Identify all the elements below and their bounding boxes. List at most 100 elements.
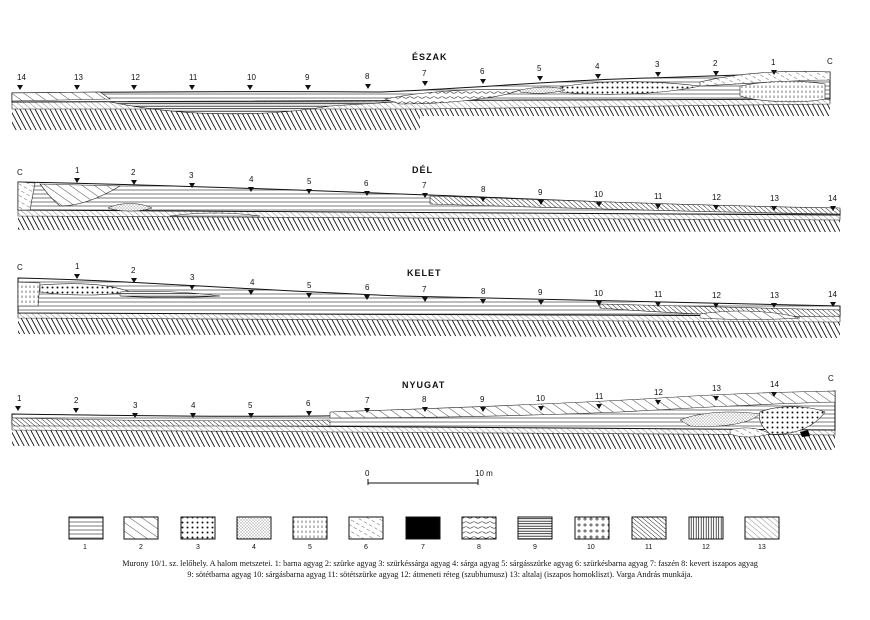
legend-number: 6 — [364, 544, 368, 551]
layer-yellowish-grey — [17, 281, 41, 307]
station-marker: C — [17, 168, 23, 177]
station-marker: 11 — [654, 290, 663, 307]
station-label: 10 — [247, 73, 256, 82]
station-label: 4 — [250, 278, 255, 287]
section-title: KELET — [407, 268, 442, 278]
figure-caption: Murony 10/1. sz. lelőhely. A halom metsz… — [30, 558, 850, 580]
station-label: 12 — [712, 193, 721, 202]
legend: 1 2 3 4 5 6 7 8 9 10 11 12 13 — [68, 516, 780, 551]
station-marker: 10 — [247, 73, 256, 90]
station-marker: 11 — [595, 392, 604, 409]
legend-number: 7 — [421, 544, 425, 551]
legend-item: 10 — [574, 516, 610, 551]
station-triangle — [538, 300, 544, 305]
station-triangle — [830, 302, 836, 307]
section-nyugat: NYUGAT 1 2 3 4 5 6 7 8 9 10 11 12 13 14 … — [11, 374, 836, 450]
station-label: 12 — [131, 73, 140, 82]
caption-line-1: Murony 10/1. sz. lelőhely. A halom metsz… — [122, 559, 758, 568]
section-eszak: ÉSZAK 14 13 12 11 10 9 8 7 6 5 4 3 2 1 — [11, 52, 833, 130]
station-triangle — [422, 297, 428, 302]
station-triangle — [74, 85, 80, 90]
layer-greyish-brown — [699, 71, 831, 87]
station-marker: 3 — [189, 171, 195, 188]
station-triangle — [538, 406, 544, 411]
layer-greyish-brown — [17, 181, 36, 211]
station-label: 2 — [74, 396, 79, 405]
station-label: 8 — [481, 185, 486, 194]
station-marker: 1 — [74, 262, 80, 279]
station-triangle — [422, 407, 428, 412]
station-triangle — [537, 76, 543, 81]
station-triangle — [131, 278, 137, 283]
legend-number: 2 — [139, 544, 143, 551]
station-label: 9 — [538, 188, 543, 197]
station-label: 6 — [480, 67, 485, 76]
legend-swatch — [517, 516, 553, 540]
station-label: 2 — [131, 168, 136, 177]
station-label: 14 — [828, 194, 837, 203]
scale-start-label: 0 — [365, 469, 370, 478]
legend-number: 8 — [477, 544, 481, 551]
station-triangle — [306, 411, 312, 416]
station-marker: C — [17, 263, 23, 272]
station-label: 2 — [713, 59, 718, 68]
station-triangle — [830, 206, 836, 211]
station-marker: 4 — [248, 278, 255, 295]
station-marker: 1 — [15, 394, 22, 411]
station-label: 4 — [191, 401, 196, 410]
station-triangle — [595, 74, 601, 79]
station-marker: 9 — [538, 288, 544, 305]
station-label: 7 — [422, 69, 427, 78]
legend-item: 1 — [68, 516, 104, 551]
station-triangle — [190, 413, 196, 418]
legend-swatch — [348, 516, 384, 540]
station-marker: 5 — [306, 177, 312, 194]
layer-yellowish-grey — [739, 80, 826, 103]
station-marker: 10 — [594, 190, 603, 207]
station-label: 11 — [654, 192, 663, 201]
station-marker: 13 — [712, 384, 721, 401]
station-label: 2 — [131, 266, 136, 275]
station-triangle — [771, 303, 777, 308]
legend-swatch — [180, 516, 216, 540]
layer-dark-brown — [119, 290, 221, 298]
station-label: 5 — [248, 401, 253, 410]
legend-item: 13 — [744, 516, 780, 551]
legend-number: 11 — [645, 544, 652, 551]
station-label: 1 — [17, 394, 22, 403]
legend-swatch — [574, 516, 610, 540]
station-marker: 7 — [422, 69, 428, 86]
legend-item: 3 — [180, 516, 216, 551]
station-marker: 8 — [480, 287, 486, 304]
layer-yellow — [519, 86, 566, 94]
station-triangle — [655, 400, 661, 405]
station-label: 6 — [306, 399, 311, 408]
layer-dark-grey — [599, 303, 841, 317]
station-label: 8 — [422, 395, 427, 404]
station-label: 3 — [189, 171, 194, 180]
legend-number: 12 — [702, 544, 710, 551]
station-marker: 6 — [306, 399, 312, 416]
station-label: 8 — [481, 287, 486, 296]
station-label: 14 — [17, 73, 26, 82]
legend-item: 11 — [631, 516, 667, 551]
station-triangle — [596, 301, 602, 306]
station-label: 8 — [365, 72, 370, 81]
station-marker: 2 — [131, 168, 137, 185]
station-triangle — [771, 70, 777, 75]
legend-item: 7 — [405, 516, 441, 551]
station-triangle — [538, 200, 544, 205]
legend-number: 13 — [758, 544, 766, 551]
station-triangle — [248, 413, 254, 418]
station-label: 10 — [594, 289, 603, 298]
station-marker: 5 — [537, 64, 543, 81]
station-marker: 3 — [132, 401, 138, 418]
station-label: 6 — [365, 283, 370, 292]
station-marker: 14 — [828, 194, 837, 211]
station-triangle — [480, 79, 486, 84]
station-row: C 1 2 3 4 5 6 7 8 9 10 11 12 13 14 — [17, 262, 837, 308]
station-marker: 11 — [654, 192, 663, 209]
subsoil-band — [12, 430, 835, 450]
station-marker: 14 — [828, 290, 837, 307]
